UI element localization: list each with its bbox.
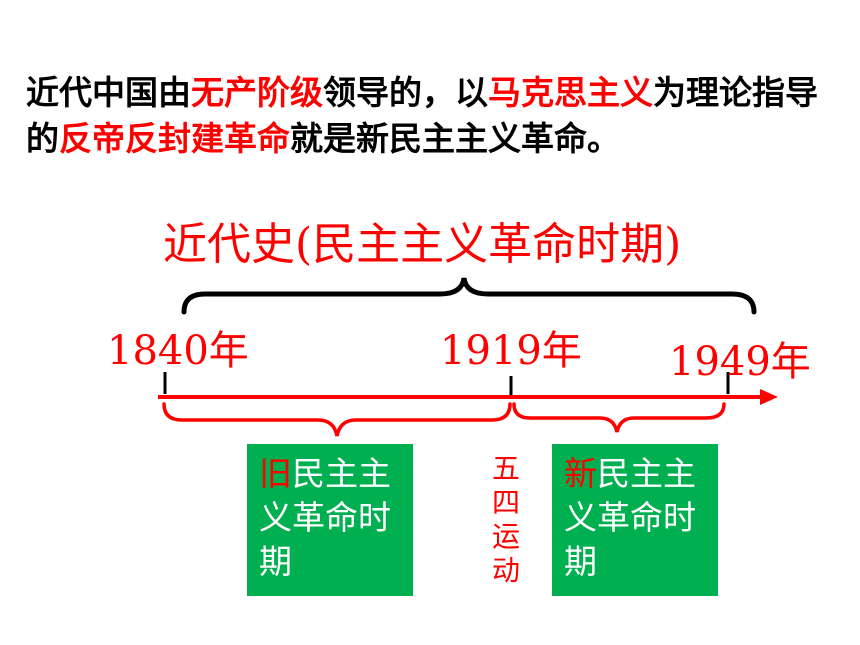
may-fourth-movement-label: 五 四 运 动: [490, 452, 522, 588]
top-brace: [181, 277, 757, 315]
year-1919: 1919年: [440, 328, 582, 374]
definition-highlight-marxism: 马克思主义: [488, 73, 653, 112]
timeline-title: 近代史(民主主义革命时期): [163, 219, 682, 270]
timeline-arrowhead: [760, 389, 778, 405]
definition-segment: 为理论指导的: [26, 73, 818, 158]
event-char: 动: [491, 554, 520, 587]
definition-segment: 领导的，以: [323, 73, 488, 112]
definition-highlight-proletariat: 无产阶级: [191, 73, 323, 112]
new-period-brace: [512, 402, 726, 433]
new-democratic-period-box: 新民主主义革命时期: [552, 444, 718, 596]
year-1949: 1949年: [669, 339, 811, 385]
definition-segment: 就是新民主主义革命。: [290, 119, 620, 158]
event-char: 运: [491, 520, 520, 553]
old-period-accent: 旧: [259, 454, 292, 493]
old-period-brace: [162, 402, 512, 437]
old-period-label: 民主主义革命时期: [259, 454, 391, 581]
definition-segment: 近代中国由: [26, 73, 191, 112]
definition-highlight-revolution: 反帝反封建革命: [59, 119, 290, 158]
new-period-accent: 新: [564, 454, 597, 493]
event-char: 五: [491, 452, 520, 485]
old-democratic-period-box: 旧民主主义革命时期: [247, 444, 413, 596]
event-char: 四: [491, 486, 520, 519]
definition-text: 近代中国由无产阶级领导的，以马克思主义为理论指导的反帝反封建革命就是新民主主义革…: [26, 70, 846, 162]
new-period-label: 民主主义革命时期: [564, 454, 696, 581]
year-1840: 1840年: [107, 328, 249, 374]
